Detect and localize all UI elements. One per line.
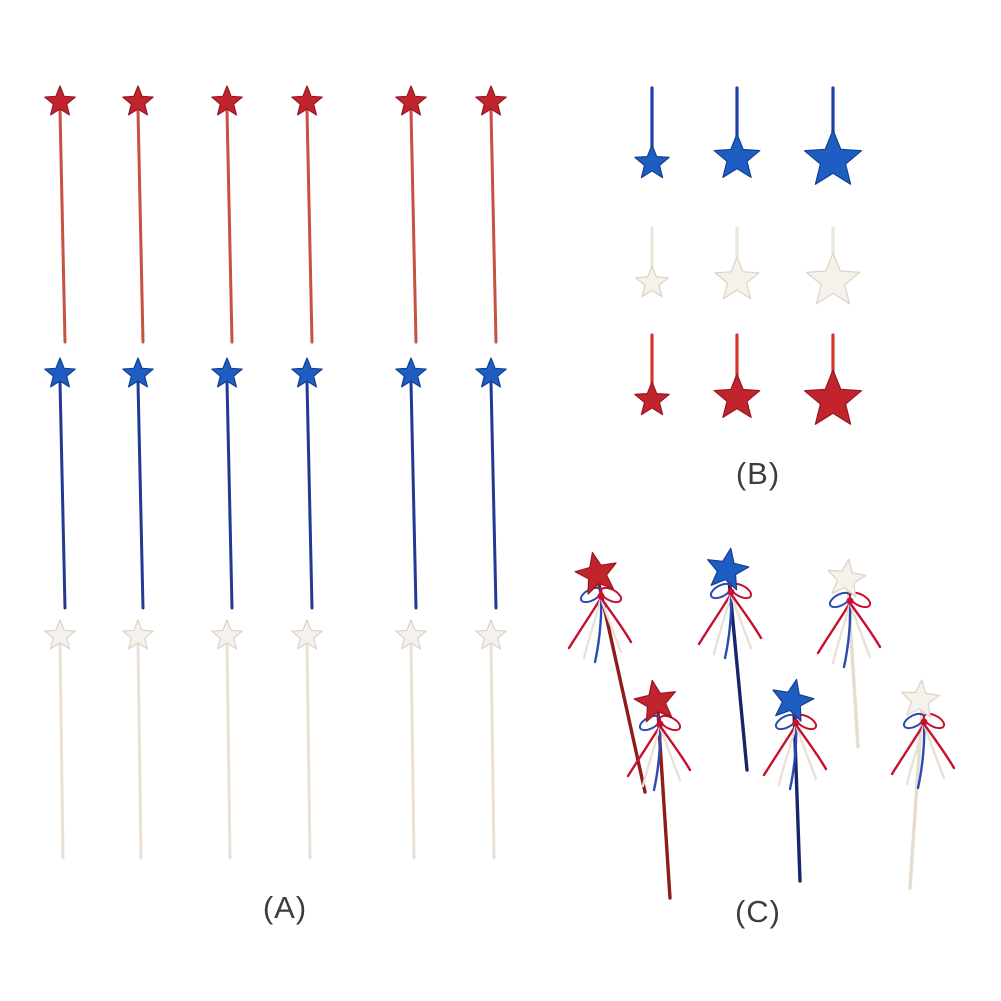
hanging-star-blue (803, 86, 863, 185)
wand-white (291, 619, 323, 860)
bow-wand-white (816, 558, 882, 749)
wand-white (395, 619, 427, 860)
wand-red (291, 85, 323, 344)
section-c-label: (C) (734, 894, 782, 929)
hanging-star-red (803, 333, 863, 425)
hanging-star-white (714, 226, 760, 300)
wand-blue (475, 357, 507, 610)
bow-wand-red (626, 679, 692, 900)
wand-red (475, 85, 507, 344)
wand-white (211, 619, 243, 860)
wand-blue (122, 357, 154, 610)
wand-red (395, 85, 427, 344)
bow-wand-red (567, 551, 647, 794)
wand-white (122, 619, 154, 860)
wand-red (122, 85, 154, 344)
hanging-star-white (635, 226, 669, 298)
section-b-label: (B) (735, 456, 781, 491)
hanging-star-blue (713, 86, 761, 178)
hanging-star-red (713, 333, 761, 418)
bow-wand-white (890, 679, 956, 890)
hanging-star-blue (634, 86, 670, 179)
wand-blue (395, 357, 427, 610)
wand-red (211, 85, 243, 344)
hanging-star-red (634, 333, 670, 416)
bow-wand-blue (697, 547, 763, 772)
wand-red (44, 85, 76, 344)
section-a-label: (A) (262, 890, 308, 925)
hanging-star-white (805, 226, 861, 305)
wand-blue (291, 357, 323, 610)
wand-white (44, 619, 76, 860)
wand-blue (211, 357, 243, 610)
bow-wand-blue (762, 678, 828, 883)
wand-blue (44, 357, 76, 610)
wand-white (475, 619, 507, 860)
